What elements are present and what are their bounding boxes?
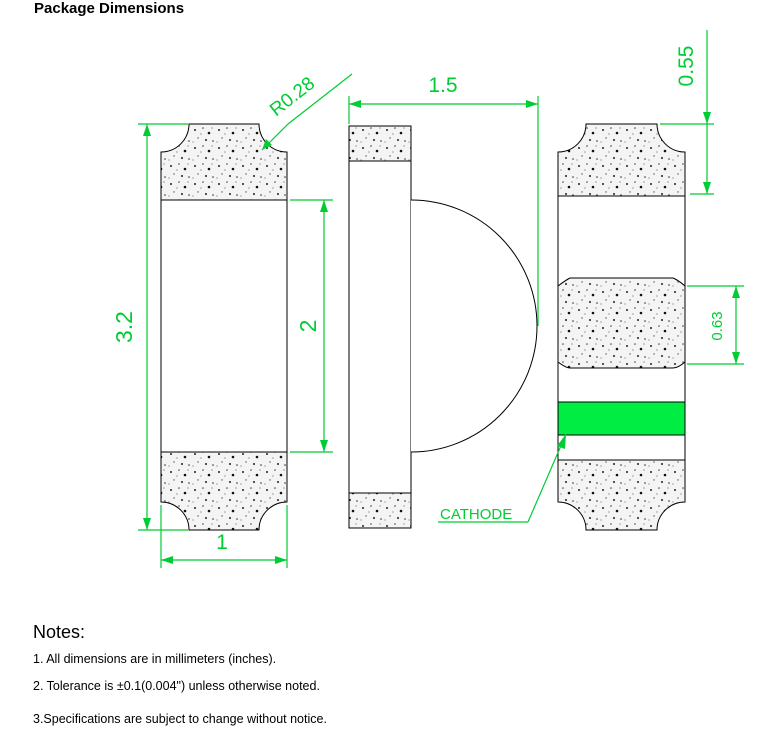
dim-width-side: 1.5 [428, 74, 457, 97]
dim-pad-height: 0.55 [675, 46, 698, 87]
side-top-pad [348, 125, 412, 162]
side-bottom-pad [348, 492, 412, 529]
note-item: 2. Tolerance is ±0.1(0.004") unless othe… [33, 679, 320, 693]
dimension-lines [138, 30, 744, 568]
cathode-label: CATHODE [440, 506, 512, 523]
dimension-arrows [143, 100, 740, 564]
dim-inner-height: 2 [295, 320, 321, 333]
note-item: 3.Specifications are subject to change w… [33, 712, 327, 726]
notes-heading: Notes: [33, 622, 86, 642]
front-bottom-pad [160, 451, 288, 531]
back-bottom-pad [557, 459, 686, 531]
back-top-pad [557, 123, 686, 197]
side-view [348, 125, 538, 529]
page-title: Package Dimensions [34, 0, 185, 17]
package-drawing: R0.28 1.5 0.55 3.2 2 0.63 1 CATHODE [111, 30, 744, 568]
side-dome [410, 199, 538, 453]
dim-band: 0.63 [709, 311, 726, 340]
back-view [557, 123, 686, 531]
dim-height: 3.2 [111, 311, 137, 343]
back-middle-band [557, 277, 686, 369]
front-top-pad [160, 123, 288, 201]
side-body [348, 125, 412, 529]
dim-radius: R0.28 [266, 73, 319, 121]
cathode-band [557, 401, 686, 436]
dim-width: 1 [216, 531, 228, 554]
front-body [160, 199, 288, 453]
note-item: 1. All dimensions are in millimeters (in… [33, 652, 277, 666]
front-view [160, 123, 288, 531]
